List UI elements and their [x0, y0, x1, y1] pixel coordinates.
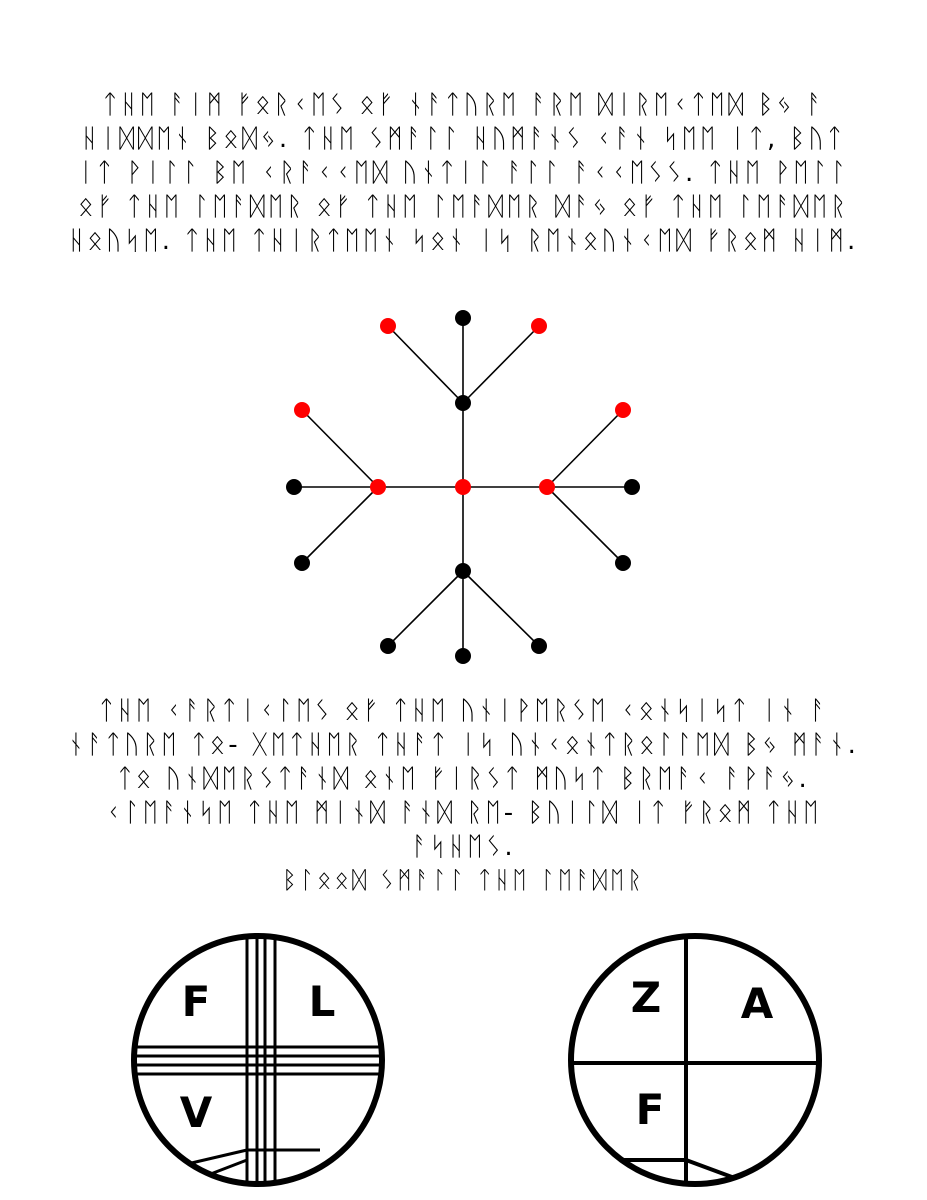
- branch-top-right: [462, 325, 540, 404]
- branch-right-up: [546, 409, 624, 488]
- right-sigil: Z A F: [568, 933, 822, 1187]
- node-bottom-right: [531, 638, 547, 654]
- branch-bottom-right: [462, 570, 540, 647]
- node-far-right: [624, 479, 640, 495]
- left-sigil-letter-3: V: [180, 1088, 213, 1137]
- left-sigil-ring: [131, 933, 385, 1187]
- node-top-left-red: [380, 318, 396, 334]
- branch-left-up: [301, 409, 379, 488]
- runic-heading: ᛒᛚᛟᛟᛞ ᛊᛗᚨᛚᛚ ᛏᚺᛖ ᛚᛖᚨᛞᛖᚱ: [282, 866, 645, 894]
- node-bottom-left: [380, 638, 396, 654]
- node-far-left: [286, 479, 302, 495]
- branch-bottom-left: [387, 570, 464, 647]
- left-sigil: F L V: [131, 933, 385, 1187]
- tree-nodes: [286, 310, 640, 664]
- branch-right-down: [546, 486, 624, 564]
- right-sigil-letter-2: A: [741, 979, 774, 1028]
- branch-left-down: [301, 486, 379, 564]
- node-top: [455, 310, 471, 326]
- node-left-junction-red: [370, 479, 386, 495]
- node-left-up-red: [294, 402, 310, 418]
- runic-paragraph-top: ᛏᚺᛖ ᚨᛁᛗ ᚠᛟᚱᚲᛖᛊ ᛟᚠ ᚾᚨᛏᚢᚱᛖ ᚨᚱᛖ ᛞᛁᚱᛖᚲᛏᛖᛞ ᛒᛃ…: [68, 90, 859, 256]
- node-right-down: [615, 555, 631, 571]
- node-left-down: [294, 555, 310, 571]
- node-bottom: [455, 648, 471, 664]
- right-sigil-ring: [568, 933, 822, 1187]
- branch-top-left: [387, 325, 464, 404]
- left-sigil-letter-2: L: [309, 977, 336, 1026]
- right-sigil-letter-3: F: [636, 1085, 665, 1134]
- node-upper-junction: [455, 395, 471, 411]
- right-sigil-letter-1: Z: [631, 973, 661, 1022]
- runic-paragraph-middle: ᛏᚺᛖ ᚲᚨᚱᛏᛁᚲᛚᛖᛊ ᛟᚠ ᛏᚺᛖ ᚢᚾᛁᚹᛖᚱᛊᛖ ᚲᛟᚾᛋᛁᛋᛏ ᛁᚾ…: [68, 696, 859, 862]
- node-top-right-red: [531, 318, 547, 334]
- node-lower-junction: [455, 563, 471, 579]
- node-center-red: [455, 479, 471, 495]
- node-right-up-red: [615, 402, 631, 418]
- node-right-junction-red: [539, 479, 555, 495]
- left-sigil-letter-1: F: [182, 977, 211, 1026]
